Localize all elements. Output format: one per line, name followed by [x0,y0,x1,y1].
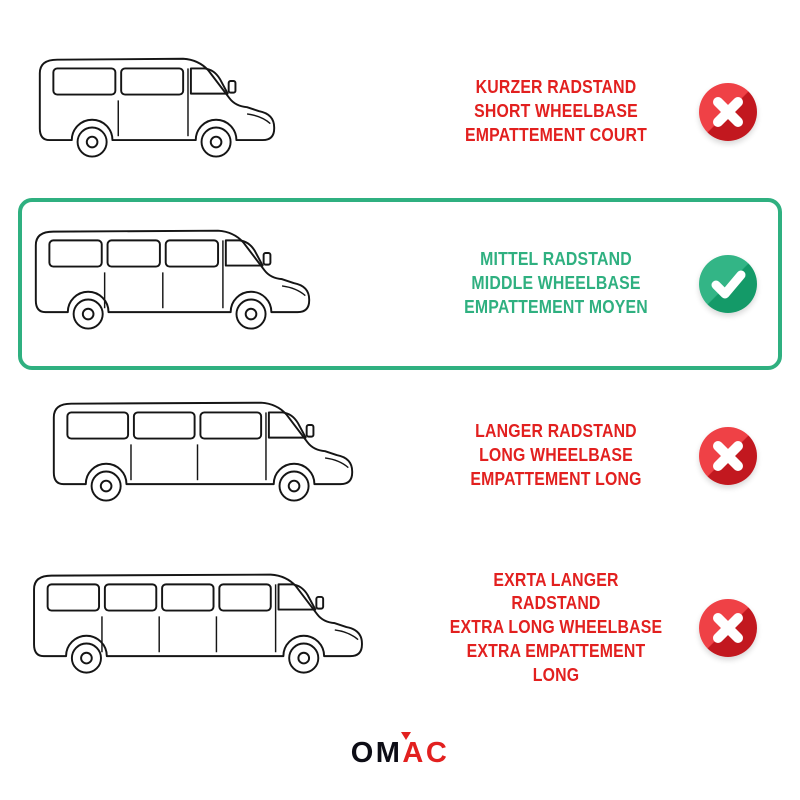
variant-row-short-wheelbase: KURZER RADSTAND SHORT WHEELBASE EMPATTEM… [18,26,782,198]
x-icon [699,83,757,141]
status-area-middle [678,255,778,313]
x-glyph [713,441,743,471]
caption-line-fr: EMPATTEMENT MOYEN [464,296,648,317]
caption-line-fr: EMPATTEMENT COURT [465,124,647,145]
caption-line-de: KURZER RADSTAND [475,77,637,98]
variant-caption-middle: MITTEL RADSTAND MIDDLE WHEELBASE EMPATTE… [449,248,664,319]
status-area-extra-long [678,599,778,657]
logo-triangle-icon [400,731,411,740]
van-drawing-middle-icon [34,229,311,330]
x-icon [699,427,757,485]
variant-caption-extra-long: EXRTA LANGER RADSTAND EXTRA LONG WHEELBA… [449,569,664,688]
van-drawing-long-icon [52,401,354,502]
caption-line-de: MITTEL RADSTAND [480,249,632,270]
caption-line-fr: EMPATTEMENT LONG [470,468,642,489]
caption-line-en: LONG WHEELBASE [479,445,633,466]
logo-text-red: AC [402,736,450,769]
brand-logo-text: OMAC [350,731,450,770]
x-glyph [713,97,743,127]
caption-line-fr: EXTRA EMPATTEMENT LONG [466,640,646,685]
van-drawing-short-icon [38,57,276,158]
status-area-long [678,427,778,485]
logo-text-dark: OM [350,736,403,769]
caption-line-en: SHORT WHEELBASE [474,101,638,122]
van-illustration-middle [22,219,434,349]
caption-line-de: EXRTA LANGER RADSTAND [493,569,619,614]
caption-line-de: LANGER RADSTAND [475,421,637,442]
check-icon [699,255,757,313]
variant-row-middle-wheelbase: MITTEL RADSTAND MIDDLE WHEELBASE EMPATTE… [18,198,782,370]
variant-caption-short: KURZER RADSTAND SHORT WHEELBASE EMPATTEM… [449,76,664,147]
status-area-short [678,83,778,141]
brand-logo: OMAC [0,714,800,800]
x-icon [699,599,757,657]
caption-line-en: MIDDLE WHEELBASE [471,273,641,294]
x-glyph [713,613,743,643]
van-illustration-short [22,47,434,177]
caption-line-en: EXTRA LONG WHEELBASE [449,617,663,638]
check-glyph [711,270,746,299]
van-illustration-extra-long [22,563,434,693]
variant-row-extra-long-wheelbase: EXRTA LANGER RADSTAND EXTRA LONG WHEELBA… [18,542,782,714]
van-drawing-extra-long-icon [33,573,363,674]
variant-caption-long: LANGER RADSTAND LONG WHEELBASE EMPATTEME… [449,420,664,491]
van-illustration-long [22,391,434,521]
variant-row-long-wheelbase: LANGER RADSTAND LONG WHEELBASE EMPATTEME… [18,370,782,542]
